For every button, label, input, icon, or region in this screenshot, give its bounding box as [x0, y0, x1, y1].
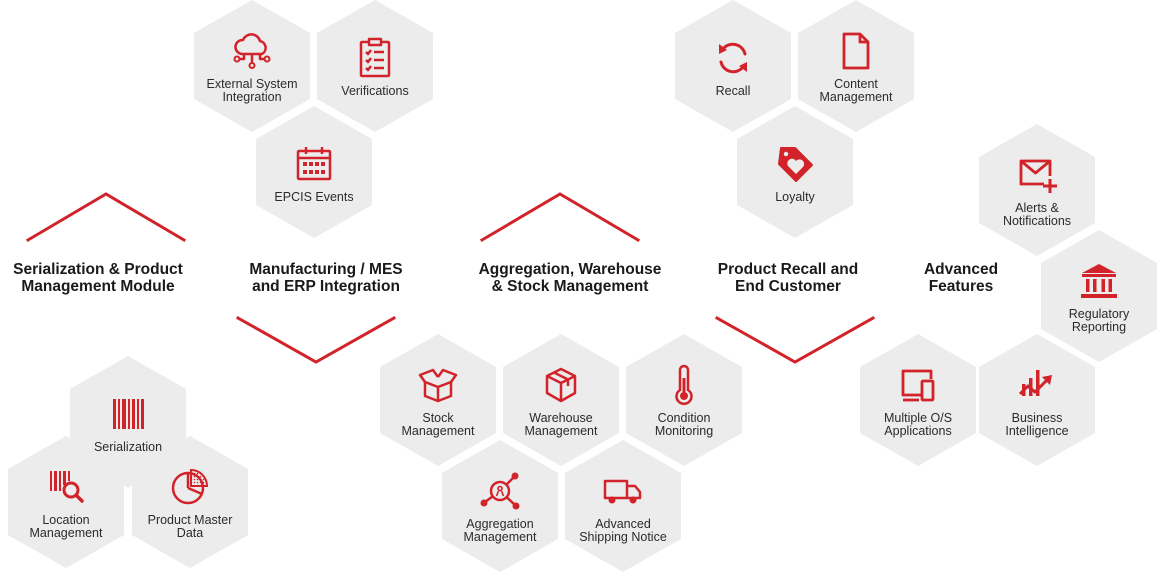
section-title-serialization: Serialization & Product Management Modul… [13, 261, 183, 295]
chevron-down-recall [714, 315, 876, 364]
module-label: External System Integration [206, 77, 298, 104]
government-building-icon [1076, 258, 1122, 304]
chevron-down-manufacturing [235, 315, 397, 364]
thermometer-icon [661, 362, 707, 408]
barcode-icon [105, 391, 151, 437]
section-title-aggregation: Aggregation, Warehouse & Stock Managemen… [478, 261, 662, 295]
chevron-up-serialization [25, 192, 187, 243]
section-title-advanced: Advanced Features [923, 261, 999, 295]
section-title-recall: Product Recall and End Customer [717, 261, 859, 295]
hex-regulatory-reporting[interactable]: Regulatory Reporting [1041, 230, 1157, 362]
module-label: Multiple O/S Applications [883, 411, 953, 438]
hub-network-icon [477, 468, 523, 514]
hex-business-intelligence[interactable]: Business Intelligence [979, 334, 1095, 466]
module-label: Aggregation Management [463, 517, 537, 544]
hex-product-master-data[interactable]: Product Master Data [132, 436, 248, 568]
module-label: Serialization [93, 439, 163, 454]
hex-epcis-events[interactable]: EPCIS Events [256, 106, 372, 238]
hex-stock-management[interactable]: Stock Management [380, 334, 496, 466]
chevron-up-aggregation [479, 192, 641, 243]
hex-external-system-integration[interactable]: External System Integration [194, 0, 310, 132]
refresh-icon [710, 35, 756, 81]
trend-chart-icon [1014, 362, 1060, 408]
hex-recall[interactable]: Recall [675, 0, 791, 132]
module-label: Content Management [819, 77, 893, 104]
module-label: Loyalty [775, 189, 815, 204]
hex-advanced-shipping-notice[interactable]: Advanced Shipping Notice [565, 440, 681, 572]
hex-multiple-os-applications[interactable]: Multiple O/S Applications [860, 334, 976, 466]
hex-content-management[interactable]: Content Management [798, 0, 914, 132]
module-label: Alerts & Notifications [1002, 201, 1072, 228]
hex-serialization[interactable]: Serialization [70, 356, 186, 488]
module-label: Advanced Shipping Notice [579, 517, 667, 544]
open-box-icon [415, 362, 461, 408]
hex-alerts-notifications[interactable]: Alerts & Notifications [979, 124, 1095, 256]
barcode-search-icon [43, 464, 89, 510]
pie-chart-icon [167, 464, 213, 510]
module-label: Warehouse Management [524, 411, 598, 438]
hex-warehouse-management[interactable]: Warehouse Management [503, 334, 619, 466]
document-icon [833, 28, 879, 74]
truck-icon [600, 468, 646, 514]
hex-location-management[interactable]: Location Management [8, 436, 124, 568]
module-label: Stock Management [401, 411, 475, 438]
package-icon [538, 362, 584, 408]
heart-tag-icon [772, 141, 818, 187]
hex-aggregation-management[interactable]: Aggregation Management [442, 440, 558, 572]
hex-verifications[interactable]: Verifications [317, 0, 433, 132]
module-label: Recall [715, 83, 751, 98]
module-label: Regulatory Reporting [1068, 307, 1130, 334]
module-label: Business Intelligence [1005, 411, 1069, 438]
cloud-network-icon [229, 28, 275, 74]
module-label: EPCIS Events [274, 189, 354, 204]
hex-condition-monitoring[interactable]: Condition Monitoring [626, 334, 742, 466]
mail-plus-icon [1014, 152, 1060, 198]
module-label: Condition Monitoring [654, 411, 714, 438]
module-label: Product Master Data [147, 513, 233, 540]
clipboard-checklist-icon [352, 35, 398, 81]
section-title-manufacturing: Manufacturing / MES and ERP Integration [249, 261, 403, 295]
hex-loyalty[interactable]: Loyalty [737, 106, 853, 238]
module-label: Verifications [341, 83, 409, 98]
calendar-icon [291, 141, 337, 187]
module-label: Location Management [29, 513, 103, 540]
devices-icon [895, 362, 941, 408]
